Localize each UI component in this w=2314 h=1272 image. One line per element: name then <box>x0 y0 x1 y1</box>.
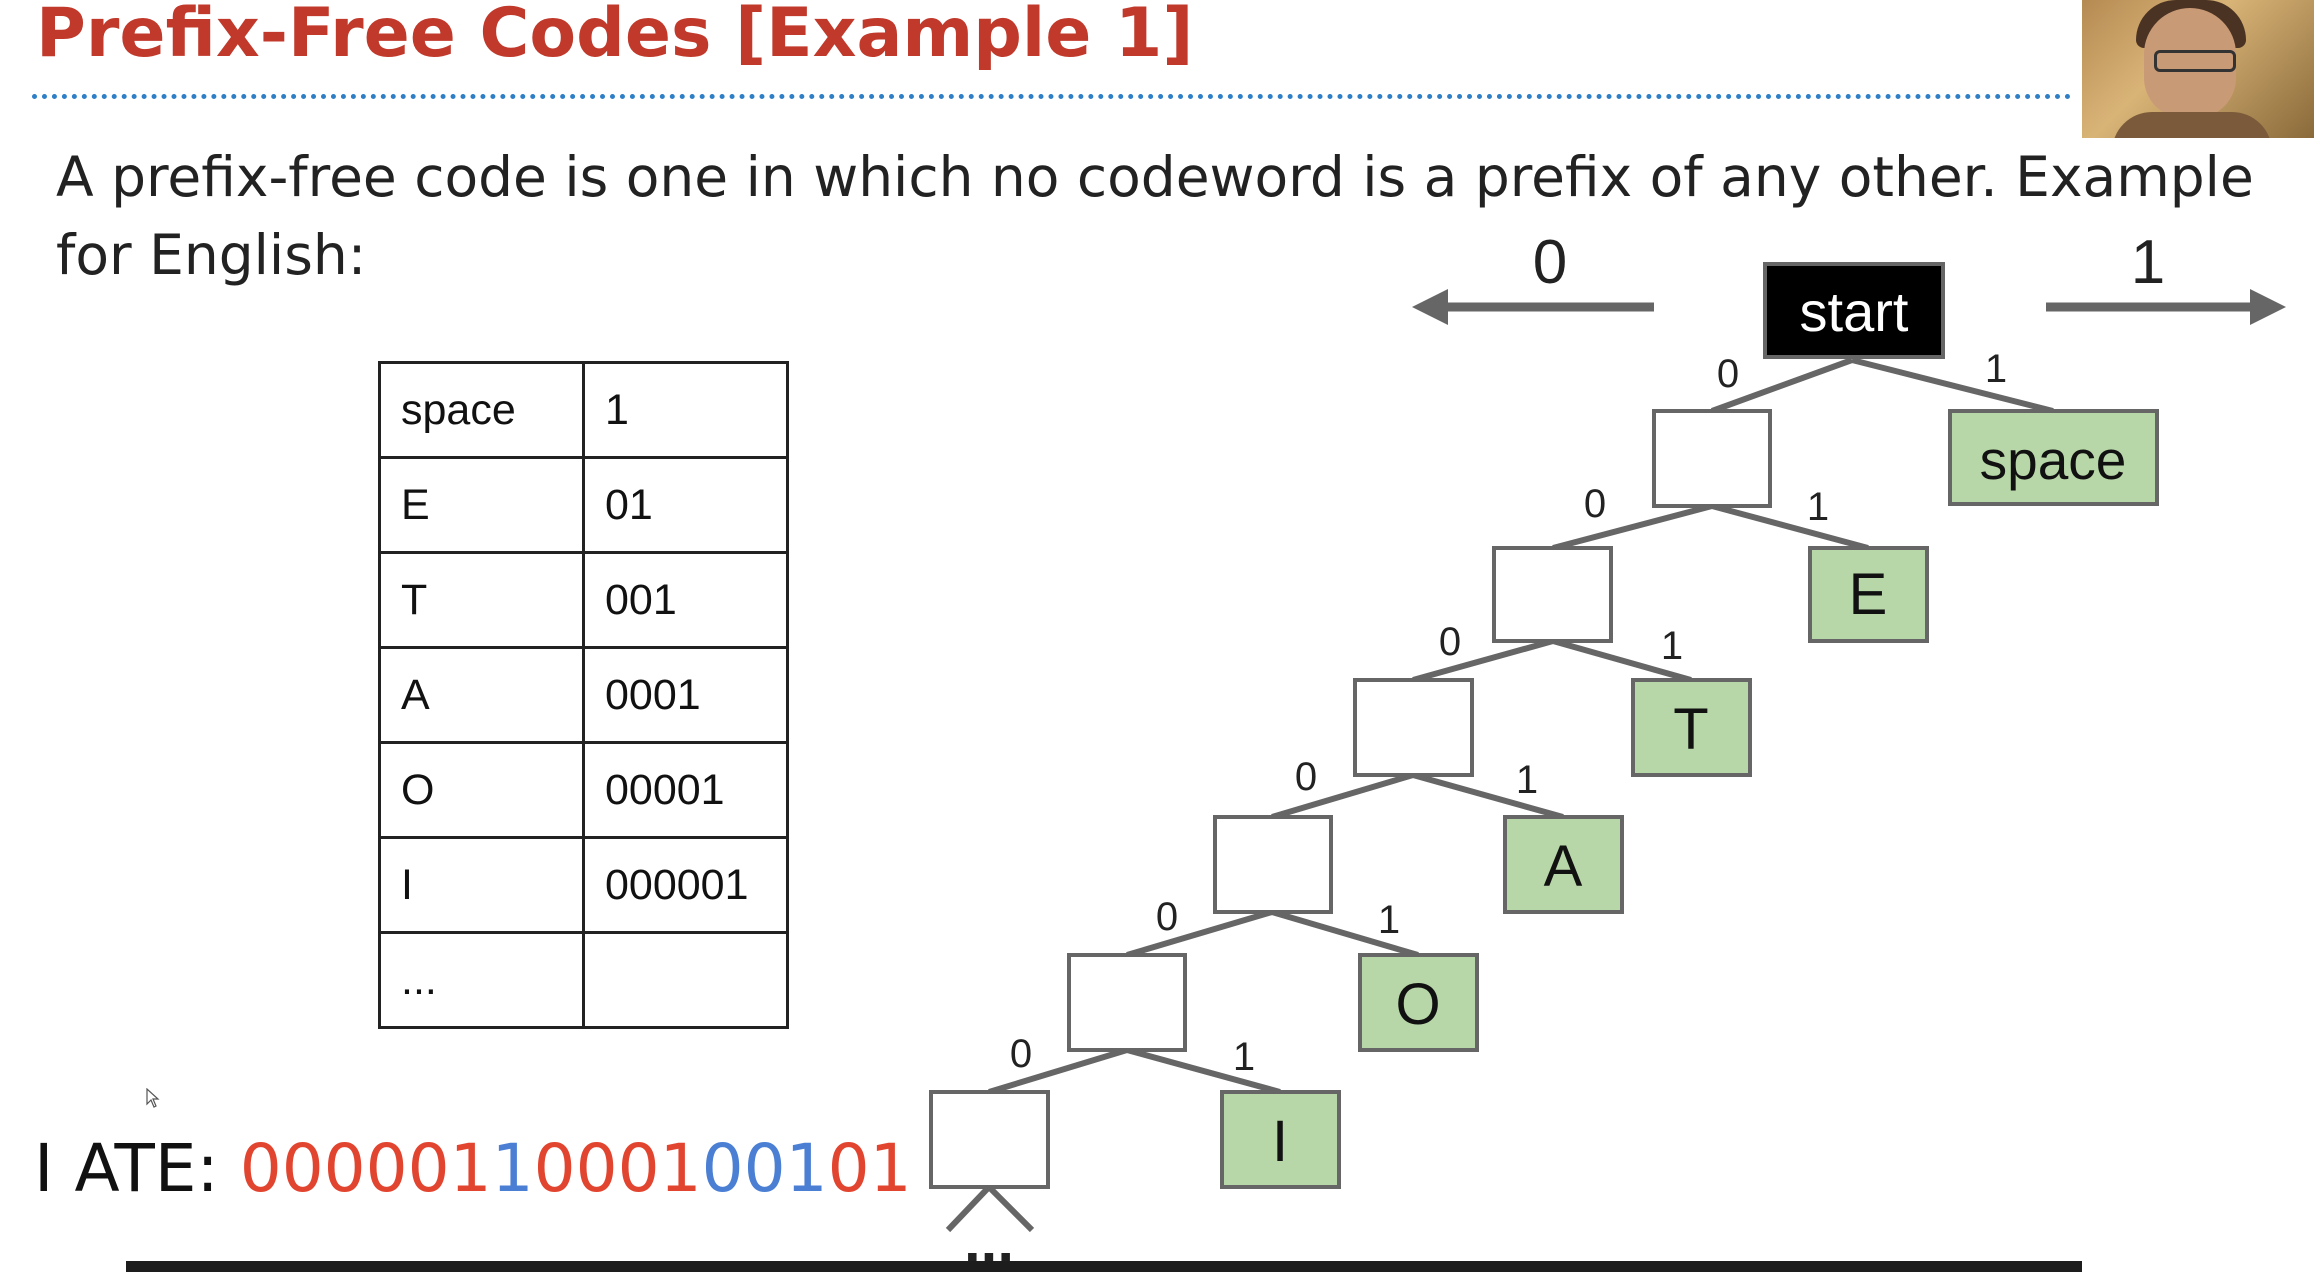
edge-label-one: 1 <box>1233 1035 1255 1079</box>
encoded-example: I ATE: 0000011000100101 <box>34 1130 912 1207</box>
table-row: A 0001 <box>378 646 789 744</box>
table-row: T 001 <box>378 551 789 649</box>
edge-labels: 0 1 0 1 0 1 0 1 0 1 0 1 <box>1010 347 2007 1079</box>
tree-edge <box>1851 357 2054 414</box>
internal-nodes <box>929 409 1772 1189</box>
tree-edge <box>988 1047 1128 1095</box>
internal-node <box>1213 815 1333 914</box>
table-row: I 000001 <box>378 836 789 934</box>
presenter-glasses <box>2154 50 2236 72</box>
leaf-node-e <box>1808 546 1929 643</box>
presenter-face <box>2144 8 2236 118</box>
leaf-node-space <box>1948 409 2159 506</box>
edge-label-one: 1 <box>1807 485 1829 529</box>
edge-label-one: 1 <box>1378 898 1400 942</box>
codeword-cell: 1 <box>582 361 789 459</box>
leaf-node-o <box>1358 953 1479 1052</box>
table-row: space 1 <box>378 361 789 459</box>
title-divider <box>32 94 2072 99</box>
encoded-segment-a: 0001 <box>533 1130 702 1207</box>
edge-label-one: 1 <box>1661 624 1683 668</box>
direction-label-one: 1 <box>2131 228 2165 297</box>
intro-text: A prefix-free code is one in which no co… <box>56 145 2254 287</box>
edge-label-zero: 0 <box>1156 895 1178 939</box>
codeword-cell <box>582 931 789 1029</box>
edge-label-zero: 0 <box>1010 1032 1032 1076</box>
leaf-label: A <box>1544 834 1583 899</box>
presenter-webcam-feed <box>2082 0 2314 138</box>
edge-label-zero: 0 <box>1584 482 1606 526</box>
root-node-label: start <box>1800 280 1909 343</box>
codeword-cell: 00001 <box>582 741 789 839</box>
symbol-cell: T <box>378 551 585 649</box>
tree-edge <box>1412 638 1554 683</box>
codeword-cell: 01 <box>582 456 789 554</box>
leaf-label: space <box>1980 429 2127 491</box>
leaf-label: O <box>1395 972 1440 1037</box>
tree-edge <box>1271 772 1414 820</box>
tree-edge <box>1552 503 1713 551</box>
internal-node <box>1652 409 1772 508</box>
tree-edge <box>986 1184 1035 1233</box>
encoded-segment-e: 01 <box>827 1130 912 1207</box>
leaf-nodes: space E T A O I <box>1220 409 2159 1189</box>
presenter-shirt <box>2112 112 2272 138</box>
tree-edges <box>945 357 2054 1233</box>
encoded-segment-space: 1 <box>491 1130 534 1207</box>
leaf-node-i <box>1220 1090 1341 1189</box>
tree-edge <box>1126 1047 1281 1095</box>
encoded-example-label: I ATE: <box>34 1130 240 1207</box>
edge-label-zero: 0 <box>1295 755 1317 799</box>
tree-edge <box>1552 638 1692 683</box>
tree-edge <box>945 1184 992 1233</box>
edge-label-one: 1 <box>1985 347 2007 391</box>
internal-node <box>1353 678 1474 777</box>
slide-title: Prefix-Free Codes [Example 1] <box>36 0 1194 73</box>
symbol-cell: space <box>378 361 585 459</box>
mouse-pointer-icon <box>146 1088 160 1108</box>
leaf-label: E <box>1849 562 1888 627</box>
symbol-cell: O <box>378 741 585 839</box>
leaf-label: I <box>1272 1109 1288 1174</box>
edge-label-one: 1 <box>1516 758 1538 802</box>
symbol-cell: A <box>378 646 585 744</box>
codeword-cell: 0001 <box>582 646 789 744</box>
leaf-node-t <box>1631 678 1752 777</box>
direction-label-zero: 0 <box>1533 228 1567 297</box>
tree-edge <box>1711 503 1869 551</box>
root-node <box>1763 262 1945 359</box>
internal-node <box>929 1090 1050 1189</box>
tree-edge <box>1710 357 1854 414</box>
codeword-cell: 000001 <box>582 836 789 934</box>
internal-node <box>1067 953 1187 1052</box>
codeword-table: space 1 E 01 T 001 A 0001 O 00001 I 0000… <box>378 361 789 1029</box>
edge-label-zero: 0 <box>1439 620 1461 664</box>
symbol-cell: ... <box>378 931 585 1029</box>
codeword-cell: 001 <box>582 551 789 649</box>
encoded-segment-i: 000001 <box>239 1130 492 1207</box>
leaf-label: T <box>1673 697 1708 762</box>
symbol-cell: I <box>378 836 585 934</box>
tree-edge <box>1126 909 1273 958</box>
caption-bar <box>126 1261 2082 1272</box>
encoded-segment-t: 001 <box>701 1130 828 1207</box>
tree-edge <box>1412 772 1564 820</box>
tree-edge <box>1271 909 1419 958</box>
internal-node <box>1492 546 1613 643</box>
edge-label-zero: 0 <box>1717 352 1739 396</box>
leaf-node-a <box>1503 815 1624 914</box>
table-row: O 00001 <box>378 741 789 839</box>
table-row: ... <box>378 931 789 1029</box>
symbol-cell: E <box>378 456 585 554</box>
table-row: E 01 <box>378 456 789 554</box>
